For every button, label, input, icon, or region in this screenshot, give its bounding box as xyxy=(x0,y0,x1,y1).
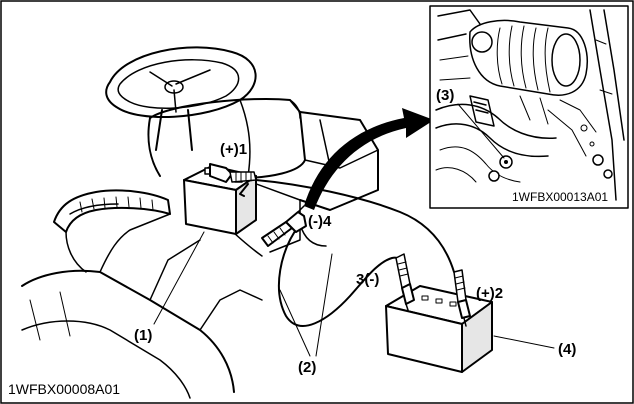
clamp-minus4 xyxy=(261,205,307,247)
leader-lines xyxy=(153,231,555,357)
label-minus3: 3(-) xyxy=(356,271,379,288)
inset-detail xyxy=(429,5,629,209)
label-item2: (2) xyxy=(298,359,316,376)
label-item3: (3) xyxy=(436,87,454,104)
label-plus2: (+)2 xyxy=(476,285,503,302)
clamp-minus3 xyxy=(395,253,415,311)
figure-code-inset: 1WFBX00013A01 xyxy=(512,190,608,204)
label-plus1: (+)1 xyxy=(220,141,247,158)
label-minus4: (-)4 xyxy=(308,213,332,230)
label-item4: (4) xyxy=(558,341,576,358)
tractor-illustration xyxy=(21,46,379,399)
callout-arrow xyxy=(304,108,434,210)
label-item1: (1) xyxy=(134,327,152,344)
clamp-plus1 xyxy=(209,163,257,197)
clamp-plus2 xyxy=(453,269,471,327)
figure-code-main: 1WFBX00008A01 xyxy=(8,381,120,397)
positive-cable xyxy=(255,179,455,273)
